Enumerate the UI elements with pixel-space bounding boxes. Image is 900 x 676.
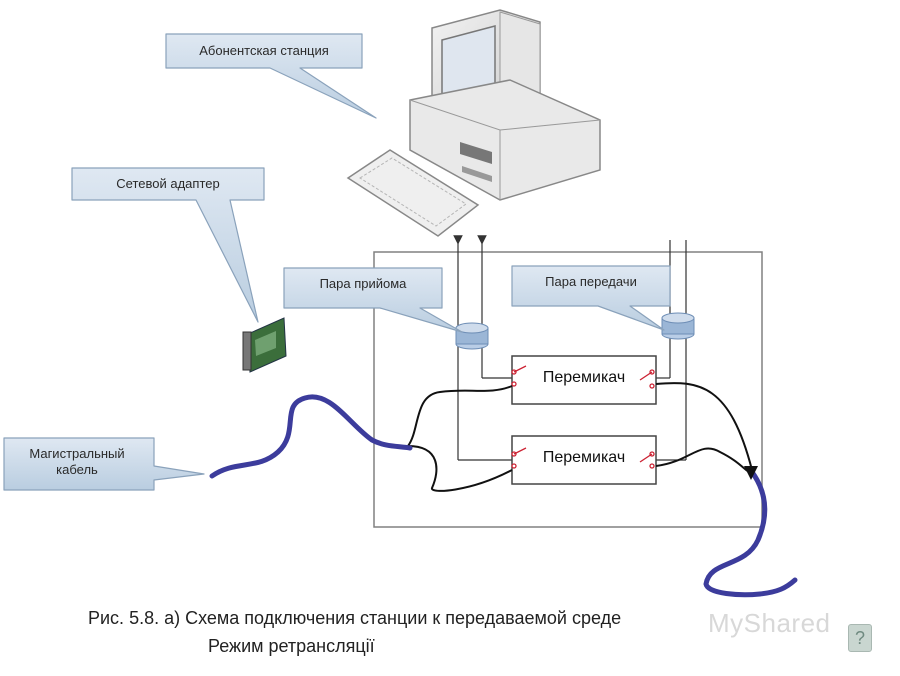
switch-bottom-label: Перемикач xyxy=(542,449,626,466)
watermark-text: MyShared xyxy=(708,608,831,638)
callout-receive-pair xyxy=(283,267,463,333)
callout-transmit-pair xyxy=(511,265,671,331)
callout-adapter-text: Сетевой адаптер xyxy=(116,176,220,191)
switch-top-box xyxy=(511,355,657,405)
station-enclosure xyxy=(373,251,763,528)
help-icon[interactable]: ? xyxy=(848,624,872,652)
switch-bottom-box xyxy=(511,435,657,485)
signal-lines xyxy=(453,235,687,461)
caption-line-1: Рис. 5.8. а) Схема подключения станции к… xyxy=(88,608,622,628)
network-adapter-icon xyxy=(242,317,287,373)
callout-receive-pair-text: Пара прийома xyxy=(319,276,407,291)
callout-trunk-cable xyxy=(3,437,205,491)
interconnect-wires xyxy=(407,382,753,492)
receive-coil xyxy=(455,322,489,350)
transmit-coil xyxy=(661,312,695,340)
callout-trunk-cable-text: Магистральный кабель xyxy=(29,446,125,477)
callout-adapter xyxy=(71,167,265,323)
callout-station-text: Абонентская станция xyxy=(199,43,329,58)
trunk-cable xyxy=(209,394,798,598)
junction-arrow xyxy=(744,466,758,480)
callout-transmit-pair-text: Пара передачи xyxy=(545,274,637,289)
caption-line-2: Режим ретрансляції xyxy=(208,636,375,656)
workstation-icon xyxy=(346,9,601,237)
switch-contacts xyxy=(511,365,655,469)
callout-station xyxy=(165,33,377,119)
switch-top-label: Перемикач xyxy=(542,369,626,386)
